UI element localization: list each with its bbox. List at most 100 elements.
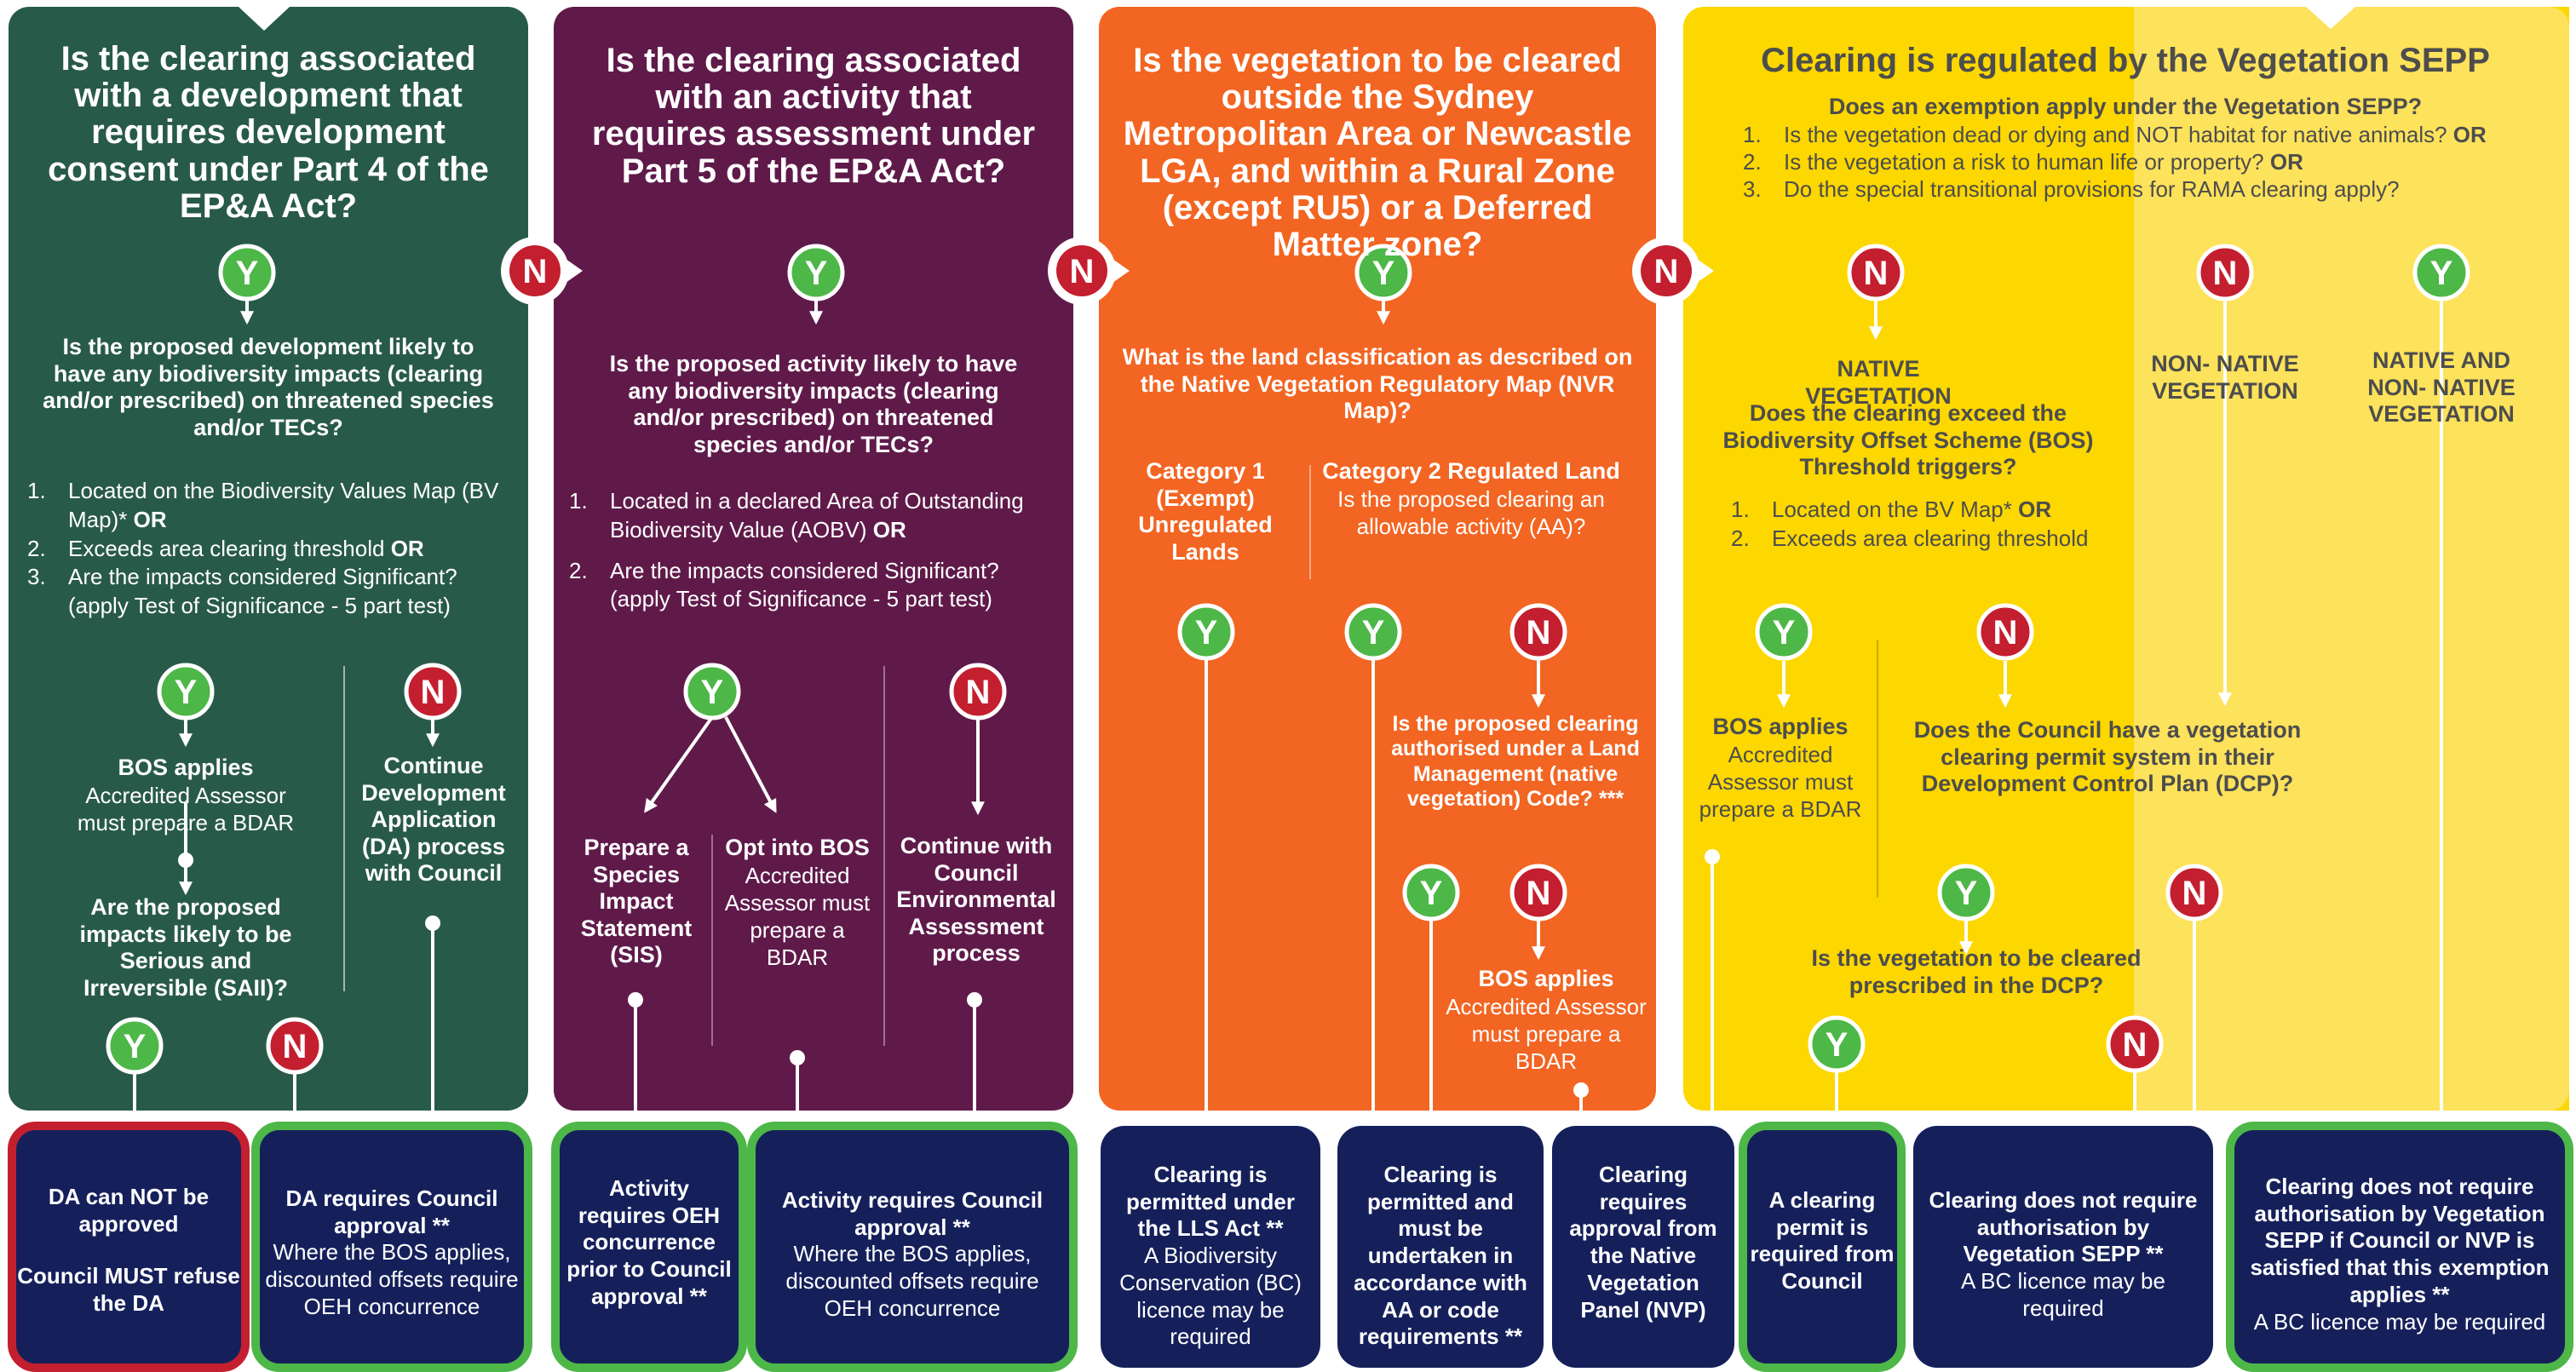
yes-icon: Y [1402,864,1460,921]
sepp-council-question: Does the Council have a vegetation clear… [1913,717,2302,797]
svg-text:N: N [523,253,548,290]
svg-text:Y: Y [1955,875,1978,912]
no-icon: N [1509,864,1567,921]
outcome-da-council-approval: DA requires Council approval ** Where th… [265,1185,519,1319]
criteria-item: 1.Is the vegetation dead or dying and NO… [1743,122,2487,147]
no-icon: N [404,663,462,720]
outcome-aa-code: Clearing is permitted and must be undert… [1354,1162,1527,1350]
no-icon: N [2106,1015,2164,1073]
sepp-both-label: NATIVE AND NON- NATIVE VEGETATION [2367,347,2516,428]
between-no-connectors [501,237,1714,305]
part4-bos-applies: BOS applies Accredited Assessor must pre… [77,755,295,835]
svg-text:Y: Y [175,674,198,711]
yes-icon: Y [1755,603,1813,661]
part5-criteria-list: 1.Located in a declared Area of Outstand… [569,487,1063,614]
svg-text:Y: Y [1195,614,1218,652]
no-icon: N [949,663,1007,720]
yes-icon: Y [106,1017,164,1075]
svg-text:N: N [966,674,991,711]
sepp-exemption-list: 1.Is the vegetation dead or dying and NO… [1743,121,2561,204]
yes-icon: Y [157,663,215,720]
svg-text:N: N [1070,253,1095,290]
rural-lmc-question: Is the proposed clearing authorised unde… [1391,712,1640,811]
svg-text:N: N [2123,1026,2148,1064]
criteria-item: 2.Exceeds area clearing threshold [1731,525,2089,551]
no-icon: N [2165,864,2223,921]
sepp-non-native-label: NON- NATIVE VEGETATION [2151,351,2299,404]
sepp-bos-applies: BOS applies Accredited Assessor must pre… [1699,714,1862,823]
outcome-da-not-approved: DA can NOT be approved Council MUST refu… [17,1184,240,1317]
yes-icon: Y [1354,244,1412,301]
part4-criteria-list: 1.Located on the Biodiversity Values Map… [27,477,513,621]
criteria-item: 2.Is the vegetation a risk to human life… [1743,149,2303,175]
svg-text:Y: Y [805,255,828,292]
yes-badges: Y Y Y Y Y Y Y Y Y Y Y Y Y [106,244,2470,1075]
part4-impact-question: Is the proposed development likely to ha… [43,334,494,440]
part5-sis: Prepare a Species Impact Statement (SIS) [580,835,693,968]
svg-text:Y: Y [1372,255,1395,292]
rural-category-2: Category 2 Regulated Land Is the propose… [1322,458,1620,539]
no-icon: N [1976,603,2034,661]
svg-text:Y: Y [1826,1026,1849,1064]
svg-text:N: N [421,674,446,711]
rural-bos-applies: BOS applies Accredited Assessor must pre… [1446,966,1647,1075]
svg-text:Y: Y [236,255,259,292]
svg-text:N: N [2182,875,2207,912]
no-icon: N [1509,603,1567,661]
outcome-no-authorisation: Clearing does not require authorisation … [1929,1187,2198,1321]
yes-icon: Y [683,663,741,720]
part5-impact-question: Is the proposed activity likely to have … [609,351,1018,457]
sepp-dcp-question: Is the vegetation to be cleared prescrib… [1811,945,2142,998]
yes-icon: Y [2412,244,2470,301]
no-badges: N N N N N N N N N N N N N [266,244,2254,1075]
outcome-activity-council-approval: Activity requires Council approval ** Wh… [781,1187,1044,1321]
panel-notch-part4 [239,7,290,31]
sepp-exemption-question: Does an exemption apply under the Vegeta… [1828,94,2423,119]
part4-saii-question: Are the proposed impacts likely to be Se… [79,894,292,1001]
connector-dots [178,849,1720,1098]
part5-opt-into-bos: Opt into BOS Accredited Assessor must pr… [724,835,871,971]
svg-text:N: N [1527,614,1551,652]
no-icon: N [2196,244,2254,301]
criteria-item: 2.Exceeds area clearing threshold OR [27,535,424,561]
yes-icon: Y [1808,1015,1866,1073]
rural-header: Is the vegetation to be cleared outside … [1123,42,1632,263]
rural-category-1: Category 1 (Exempt) Unregulated Lands [1138,458,1273,565]
yes-icon: Y [1937,864,1995,921]
connector-lines [128,298,2448,1158]
outcome-nvp: Clearing requires approval from the Nati… [1569,1162,1717,1323]
sepp-threshold-list: 1.Located on the BV Map* OR 2.Exceeds ar… [1731,496,2131,554]
part4-header: Is the clearing associated with a develo… [48,40,489,225]
panel-part5 [554,7,1073,1111]
part5-header: Is the clearing associated with an activ… [591,42,1036,190]
svg-text:Y: Y [1420,875,1443,912]
svg-text:N: N [2213,255,2238,292]
svg-text:Y: Y [701,674,724,711]
outcome-oeh-concurrence: Activity requires OEH concurrence prior … [566,1175,732,1309]
sepp-header: Clearing is regulated by the Vegetation … [1761,42,2490,79]
panel-part4 [9,7,528,1111]
criteria-item: 3.Are the impacts considered Significant… [27,564,457,619]
svg-text:Y: Y [2430,255,2453,292]
svg-text:N: N [1527,875,1551,912]
svg-text:Y: Y [1362,614,1385,652]
criteria-item: 1.Located on the BV Map* OR [1731,497,2052,522]
svg-text:Y: Y [124,1028,147,1065]
svg-text:N: N [1993,614,2018,652]
criteria-item: 1.Located in a declared Area of Outstand… [569,488,1024,542]
sepp-native-label: NATIVE VEGETATION [1805,356,1952,409]
no-icon: N [1847,244,1905,301]
outcome-council-permit: A clearing permit is required from Counc… [1750,1187,1895,1295]
part4-continue-da: Continue Development Application (DA) pr… [361,753,506,887]
outcome-exemption-applies: Clearing does not require authorisation … [2250,1174,2550,1335]
svg-text:N: N [283,1028,308,1065]
rural-nvr-question: What is the land classification as descr… [1122,344,1633,424]
criteria-item: 3.Do the special transitional provisions… [1743,176,2400,203]
yes-icon: Y [1177,603,1235,661]
outcome-lls-act: Clearing is permitted under the LLS Act … [1119,1162,1302,1350]
panel-notch-sepp [2306,7,2355,29]
sepp-bos-threshold-question: Does the clearing exceed the Biodiversit… [1722,400,2094,480]
criteria-item: 1.Located on the Biodiversity Values Map… [27,478,499,532]
